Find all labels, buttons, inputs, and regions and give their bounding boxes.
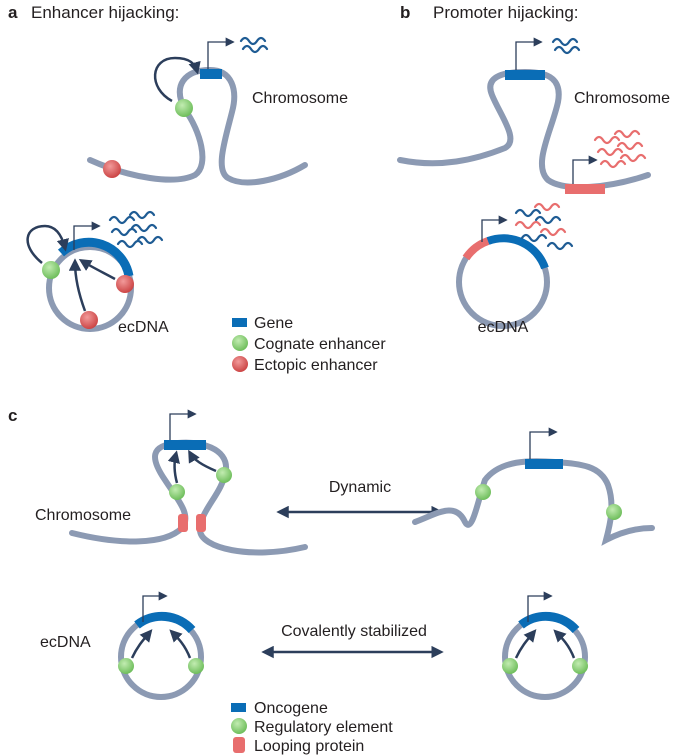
regulatory-element [216, 467, 232, 483]
tss-arrow [527, 591, 553, 622]
chromosome-strand [412, 458, 655, 546]
chromosome-label: Chromosome [252, 90, 348, 107]
dynamic-label: Dynamic [329, 479, 391, 496]
panel-a-title: Enhancer hijacking: [31, 3, 179, 22]
chromosome-strand [69, 439, 308, 556]
regulatory-element [572, 658, 588, 674]
regulatory-element [169, 484, 185, 500]
legend-oncogene: Oncogene [254, 700, 328, 717]
panel-c: c Chromosome Dynamic ecDNA Covalently [8, 406, 655, 700]
oncogene-arc [518, 611, 580, 634]
mrna-squiggle [241, 44, 269, 54]
regulatory-arrow [169, 629, 192, 659]
looping-protein [178, 514, 188, 532]
tss-arrow [572, 155, 598, 184]
legend-ab: Gene Cognate enhancer Ectopic enhancer [232, 315, 386, 374]
chromosome-label: Chromosome [574, 90, 670, 107]
ectopic-enhancer [103, 160, 121, 178]
green-circle-icon [232, 335, 248, 351]
looping-protein [196, 514, 206, 532]
gene-rect-icon [232, 318, 247, 327]
mrna-squiggle [239, 36, 267, 46]
regulatory-arrow [514, 629, 537, 659]
legend-cognate-enhancer: Cognate enhancer [254, 336, 386, 353]
enhancer-loop-arrow [26, 224, 69, 264]
mrna-squiggle [551, 37, 579, 47]
ectopic-promoter-box [565, 184, 605, 194]
oncogene-box [525, 459, 563, 469]
legend-gene: Gene [254, 315, 293, 332]
tss-arrow [481, 215, 508, 242]
regulatory-element [188, 658, 204, 674]
tss-arrow [169, 409, 197, 440]
gene-box [200, 69, 222, 79]
legend-regulatory-element: Regulatory element [254, 719, 393, 736]
panel-a: a Enhancer hijacking: Chromosome ecD [8, 3, 348, 336]
red-circle-icon [232, 356, 248, 372]
cognate-enhancer [175, 99, 193, 117]
green-circle-icon [231, 718, 247, 734]
panel-b-letter: b [400, 3, 410, 22]
ectopic-promoter-arc [462, 237, 490, 261]
tss-arrow [73, 221, 101, 250]
oncogene-arc [134, 611, 196, 634]
regulatory-element [475, 484, 491, 500]
ecdna-label: ecDNA [478, 319, 529, 336]
stabilized-label: Covalently stabilized [281, 623, 427, 640]
legend-ectopic-enhancer: Ectopic enhancer [254, 357, 378, 374]
enhancer-loop-arrow [78, 259, 116, 281]
gene-arc [486, 234, 549, 270]
chromosome-label: Chromosome [35, 507, 131, 524]
mrna-squiggle [553, 45, 581, 55]
ecdna-label: ecDNA [40, 634, 91, 651]
regulatory-arrow [188, 449, 217, 473]
ectopic-enhancer [116, 275, 134, 293]
panel-b: b Promoter hijacking: Chromosome [397, 3, 670, 336]
tss-arrow [142, 591, 168, 622]
tss-arrow [515, 37, 543, 70]
panel-b-title: Promoter hijacking: [433, 3, 579, 22]
regulatory-arrow [553, 629, 576, 659]
gene-box [505, 70, 545, 80]
panel-a-letter: a [8, 3, 18, 22]
gene-arc [57, 237, 134, 277]
regulatory-element [606, 504, 622, 520]
legend-looping-protein: Looping protein [254, 738, 364, 755]
mrna-cluster-red [593, 129, 647, 169]
enhancer-loop-arrow [153, 56, 201, 103]
regulatory-element [118, 658, 134, 674]
tss-arrow [207, 37, 235, 69]
oncogene-box [164, 440, 206, 450]
mrna-cluster-mixed [514, 202, 574, 251]
chromosome-strand [87, 66, 308, 186]
enhancer-loop-arrow [68, 258, 87, 312]
ecdna-label: ecDNA [118, 319, 169, 336]
regulatory-arrow [130, 629, 153, 659]
mrna-cluster [108, 210, 164, 249]
legend-c: Oncogene Regulatory element Looping prot… [231, 700, 393, 755]
looping-protein-icon [233, 737, 245, 753]
regulatory-arrow [167, 450, 180, 484]
regulatory-element [502, 658, 518, 674]
cognate-enhancer [42, 261, 60, 279]
tss-arrow [529, 427, 558, 459]
ectopic-enhancer [80, 311, 98, 329]
panel-c-letter: c [8, 406, 17, 425]
gene-rect-icon [231, 703, 246, 712]
